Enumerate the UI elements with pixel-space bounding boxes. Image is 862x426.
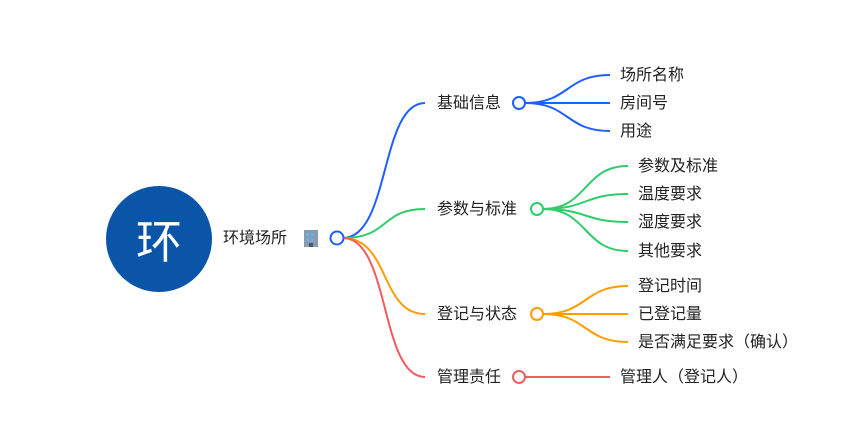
leaf-node[interactable]: 已登记量 <box>638 304 703 323</box>
edge-basic-2 <box>524 102 611 132</box>
branch-params-standards[interactable]: 参数与标准 <box>437 199 518 218</box>
office-building-icon <box>304 230 318 247</box>
edge-basic-0 <box>524 74 611 104</box>
edge-root-mgmt <box>342 237 426 378</box>
leaf-node[interactable]: 场所名称 <box>620 65 685 84</box>
branch-basic-info[interactable]: 基础信息 <box>437 93 502 112</box>
edge-root-params <box>342 208 426 239</box>
basic-collapse-toggle <box>512 96 526 110</box>
leaf-node[interactable]: 房间号 <box>620 93 669 112</box>
leaf-node[interactable]: 是否满足要求（确认） <box>638 332 799 351</box>
status-collapse-toggle <box>530 307 544 321</box>
leaf-node[interactable]: 其他要求 <box>638 241 703 260</box>
leaf-node[interactable]: 参数及标准 <box>638 156 719 175</box>
root-badge: 环 <box>106 186 212 292</box>
edge-root-basic <box>342 102 426 239</box>
leaf-node[interactable]: 湿度要求 <box>638 212 703 231</box>
edge-root-status <box>342 237 426 315</box>
branch-registration-status[interactable]: 登记与状态 <box>437 304 518 323</box>
edge-params-0 <box>542 165 629 210</box>
mgmt-collapse-toggle <box>512 370 526 384</box>
edge-status-0 <box>542 285 629 315</box>
leaf-node[interactable]: 登记时间 <box>638 276 703 295</box>
edge-status-2 <box>542 313 629 343</box>
leaf-node[interactable]: 用途 <box>620 121 653 140</box>
edge-params-3 <box>542 208 629 252</box>
root-collapse-toggle <box>329 230 345 246</box>
root-node-label[interactable]: 环境场所 <box>223 228 288 247</box>
branch-management[interactable]: 管理责任 <box>437 367 502 386</box>
leaf-node[interactable]: 管理人（登记人） <box>620 367 749 386</box>
params-collapse-toggle <box>530 202 544 216</box>
leaf-node[interactable]: 温度要求 <box>638 184 703 203</box>
